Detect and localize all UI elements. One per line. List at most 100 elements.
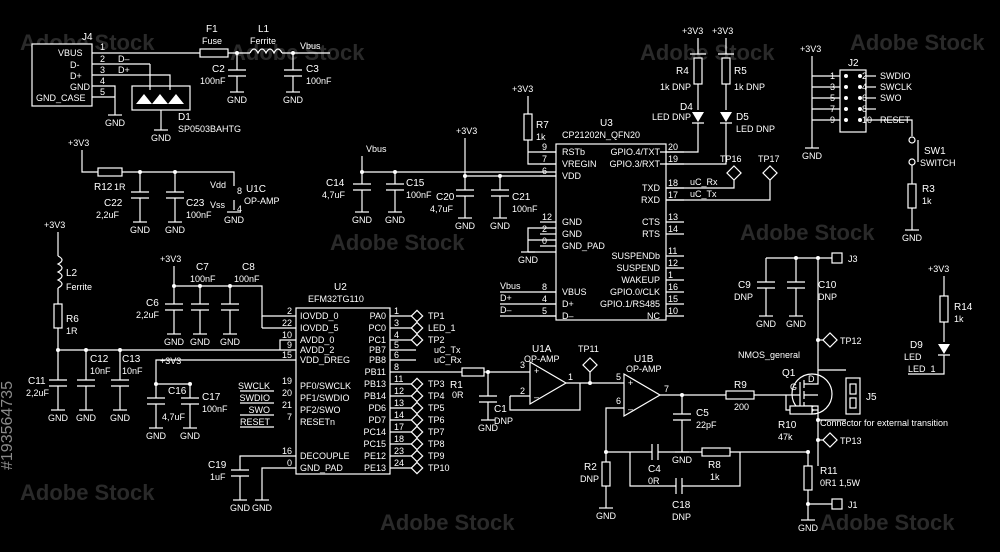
c2-value: 100nF <box>200 76 226 86</box>
gnd-label: GND <box>190 337 211 347</box>
tp12-label: TP12 <box>840 336 862 346</box>
inductor-l1 <box>249 48 283 55</box>
testpoint-label: TP5 <box>428 403 445 413</box>
u2-pin-num: 3 <box>394 318 399 328</box>
c16-ref: C16 <box>168 386 187 397</box>
d9-ref: D9 <box>910 340 923 351</box>
j4-num: 2 <box>100 54 105 64</box>
u2-pin-label: PF0/SWCLK <box>300 381 351 391</box>
u3-pin-num: 0 <box>542 236 547 246</box>
u2-pin-label: AVDD_2 <box>300 345 334 355</box>
c11-value: 2,2uF <box>26 388 50 398</box>
l2-ref: L2 <box>66 268 78 279</box>
u3-pin-label: NC <box>647 311 660 321</box>
u2-pin-num: 8 <box>394 362 399 372</box>
c19-value: 1uF <box>210 472 226 482</box>
c8-value: 100nF <box>234 274 260 284</box>
u2-pin-num: 15 <box>282 350 292 360</box>
u1b-ref: U1B <box>634 354 654 365</box>
gnd-label: GND <box>786 319 807 329</box>
j4-pin-gnd: GND <box>70 82 91 92</box>
r6-value: 1R <box>66 326 78 336</box>
c7-ref: C7 <box>196 262 209 273</box>
u2-pin-label: PD7 <box>368 415 386 425</box>
j2-pin-num: 8 <box>862 104 867 114</box>
u2-pin-label: PE12 <box>364 451 386 461</box>
pwr-label: +3V3 <box>44 220 65 230</box>
gnd-label: GND <box>227 95 248 105</box>
watermark-brand: Adobe Stock <box>850 30 985 55</box>
r7-value: 1k <box>536 132 546 142</box>
r6-ref: R6 <box>66 314 79 325</box>
vbus-net-label: Vbus <box>300 41 321 51</box>
j4-num: 5 <box>100 87 105 97</box>
testpoint-label: TP7 <box>428 427 445 437</box>
u3-pin-label: CTS <box>642 217 660 227</box>
gnd-label: GND <box>252 503 273 513</box>
q1-d: D <box>808 374 815 384</box>
pwr-label: +3V3 <box>800 44 821 54</box>
c9-ref: C9 <box>738 280 751 291</box>
u2-pin-label: PC14 <box>363 427 386 437</box>
u3-dp-net: D+ <box>500 293 512 303</box>
c2-ref: C2 <box>212 64 225 75</box>
vbus-net: Vbus <box>366 144 387 154</box>
uart-testpoints: TP16 TP17 uC_Rx uC_Tx <box>666 154 780 201</box>
u2-pin-label: GND_PAD <box>300 463 343 473</box>
uc-rx-label: uC_Rx <box>690 177 718 187</box>
connector-j4: J4 VBUS D- D+ GND GND_CASE 1 2 3 4 5 <box>31 32 200 115</box>
u2-value: EFM32TG110 <box>308 294 364 304</box>
gnd-label: GND <box>902 233 923 243</box>
j2-signal: SWO <box>880 93 902 103</box>
u3-vbus-net: Vbus <box>500 281 521 291</box>
u1a-p1: 1 <box>568 372 573 382</box>
u2-pin-label: PB14 <box>364 391 386 401</box>
gnd-label: GND <box>130 225 151 235</box>
d4-value: LED DNP <box>652 112 691 122</box>
u1b-p7: 7 <box>664 384 669 394</box>
pwr-label: +3V3 <box>512 84 533 94</box>
uc-tx-label: uC_Tx <box>690 189 717 199</box>
d4-ref: D4 <box>680 102 693 113</box>
pwr-label: +3V3 <box>68 138 89 148</box>
c6-value: 2,2uF <box>136 310 160 320</box>
u1b-minus: – <box>628 404 633 414</box>
c5-value: 22pF <box>696 420 717 430</box>
l1-value: Ferrite <box>250 36 276 46</box>
u1a-plus: + <box>534 366 539 376</box>
u2-pin-label: DECOUPLE <box>300 451 350 461</box>
u2-pin-label: AVDD_0 <box>300 335 334 345</box>
gnd-label: GND <box>48 413 69 423</box>
j2-signal: SWDIO <box>880 71 911 81</box>
c22-value: 2,2uF <box>96 210 120 220</box>
testpoint-label: TP8 <box>428 439 445 449</box>
mcu-power-filter: +3V3 L2 Ferrite R6 1R C11 2,2uF C12 10nF… <box>26 220 296 410</box>
c11-ref: C11 <box>28 376 46 387</box>
c13-value: 10nF <box>122 366 143 376</box>
j4-num: 1 <box>100 42 105 52</box>
gnd-label: GND <box>283 95 304 105</box>
u2-pin-num: 4 <box>394 330 399 340</box>
r11-ref: R11 <box>820 466 838 477</box>
c12-value: 10nF <box>90 366 111 376</box>
u2-pin-label: IOVDD_5 <box>300 323 339 333</box>
u2-net-label: uC_Rx <box>434 355 462 365</box>
u3-pin-label: D– <box>562 311 574 321</box>
d1-dminus: D– <box>118 54 130 64</box>
u3-pin-num: 12 <box>668 258 678 268</box>
r8-ref: R8 <box>708 460 721 471</box>
pwr-label: +3V3 <box>712 26 733 36</box>
u3-pin-label: D+ <box>562 299 574 309</box>
j2-ref: J2 <box>848 58 859 69</box>
u3-pin-num: 10 <box>668 306 678 316</box>
u3-pin-num: 14 <box>668 224 678 234</box>
u3-pin-label: VBUS <box>562 287 587 297</box>
u3-ref: U3 <box>600 118 613 129</box>
gnd-label: GND <box>352 215 373 225</box>
d1-dplus: D+ <box>118 65 130 75</box>
watermark-brand: Adobe Stock <box>820 510 955 535</box>
u3-pin-num: 1 <box>668 270 673 280</box>
u1a-ref: U1A <box>532 344 552 355</box>
